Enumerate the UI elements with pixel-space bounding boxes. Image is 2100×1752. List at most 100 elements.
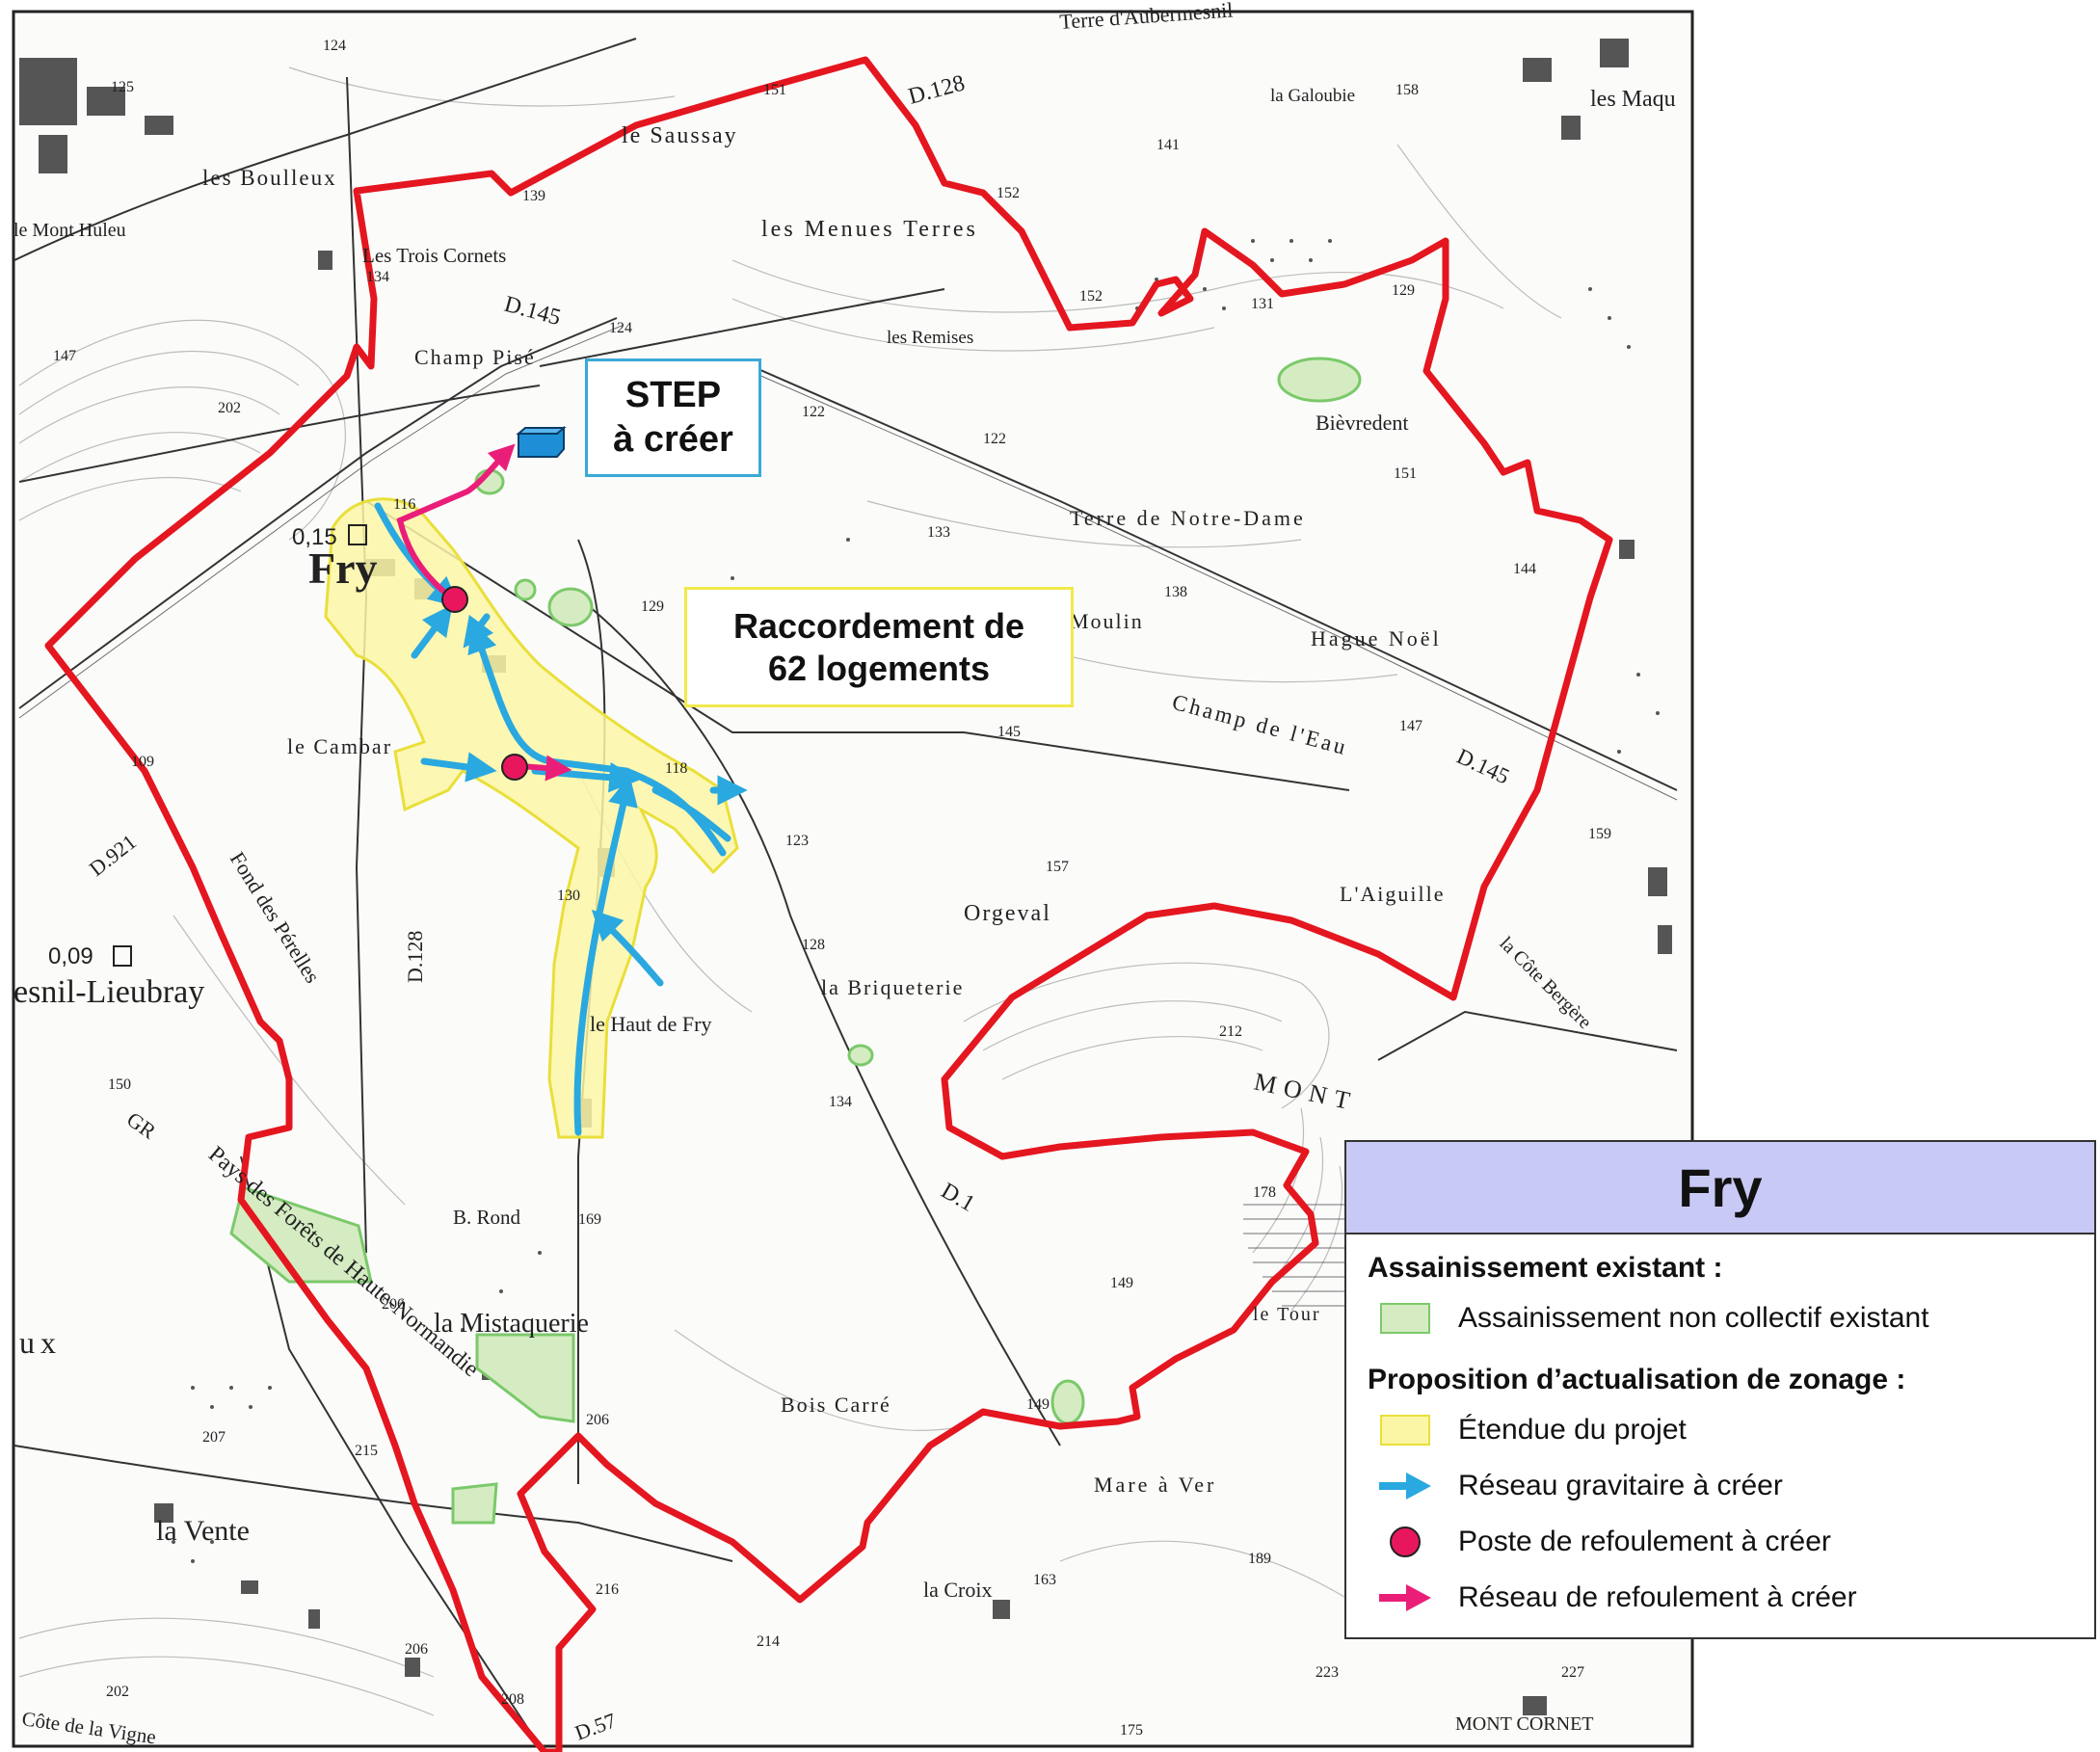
place-label: le Cambar — [287, 734, 392, 758]
place-label: les Menues Terres — [761, 217, 978, 242]
spot-height: 178 — [1253, 1184, 1276, 1201]
spot-height: 118 — [665, 760, 687, 777]
spot-height: 151 — [763, 82, 786, 98]
legend: Fry Assainissement existant : Assainisse… — [1344, 1140, 2096, 1639]
place-label: Les Trois Cornets — [362, 244, 506, 267]
spot-height: 152 — [1079, 288, 1103, 305]
spot-height: 208 — [501, 1691, 524, 1708]
legend-row-discharge: Réseau de refoulement à créer — [1377, 1570, 2094, 1626]
legend-row-anc: Assainissement non collectif existant — [1377, 1290, 2094, 1346]
step-callout: STEP à créer — [585, 358, 761, 477]
legend-row-project: Étendue du projet — [1377, 1402, 2094, 1458]
spot-height: 145 — [997, 724, 1021, 740]
spot-heights: 124 125 151 139 152 141 158 134 152 124 … — [53, 38, 1611, 1739]
spot-height: 158 — [1396, 82, 1419, 98]
spot-height: 227 — [1561, 1664, 1584, 1681]
spot-height: 212 — [1219, 1023, 1242, 1040]
spot-height: 150 — [108, 1076, 131, 1093]
place-label: la Mistaquerie — [434, 1309, 589, 1339]
spot-height: 149 — [1110, 1275, 1133, 1291]
spot-height: 214 — [757, 1633, 780, 1650]
place-label: Mare à Ver — [1094, 1473, 1216, 1497]
place-label: le Mont Huleu — [13, 220, 126, 241]
place-label: les Remises — [887, 328, 973, 348]
spot-height: 125 — [111, 79, 134, 95]
spot-height: 215 — [355, 1443, 378, 1459]
place-label: Orgeval — [964, 901, 1051, 926]
place-label: Champ Pisé — [414, 345, 536, 369]
pump-station-south — [501, 754, 528, 781]
place-label: Bièvredent — [1316, 411, 1409, 435]
step-icon — [516, 425, 567, 458]
place-label: B. Rond — [453, 1206, 521, 1229]
legend-section-existing: Assainissement existant : — [1368, 1252, 1723, 1284]
spot-height: 129 — [641, 598, 664, 615]
place-label: esnil-Lieubray — [13, 974, 204, 1010]
legend-row-gravity: Réseau gravitaire à créer — [1377, 1458, 2094, 1514]
place-label: le Saussay — [622, 123, 738, 148]
commune-codes: 0,15 0,09 — [48, 524, 367, 969]
commune-code: 0,15 — [292, 524, 337, 550]
place-label: MONT CORNET — [1455, 1713, 1594, 1735]
place-label: les Maqu — [1590, 87, 1676, 112]
commune-boundary — [44, 56, 1613, 1752]
spot-height: 134 — [829, 1094, 852, 1110]
spot-height: 149 — [1026, 1396, 1050, 1413]
spot-height: 175 — [1120, 1722, 1143, 1739]
place-label: Fry — [308, 544, 378, 593]
commune-code: 0,09 — [48, 943, 93, 969]
spot-height: 206 — [405, 1641, 428, 1658]
spot-height: 123 — [785, 833, 809, 849]
anc-swatch-icon — [1380, 1303, 1430, 1334]
spot-height: 122 — [983, 431, 1006, 447]
spot-height: 151 — [1394, 465, 1417, 482]
place-label: Terre de Notre-Dame — [1070, 506, 1306, 530]
spot-height: 147 — [1399, 718, 1422, 734]
place-label: L'Aiguille — [1340, 882, 1446, 906]
place-label: les Boulleux — [202, 166, 337, 190]
place-label: Moulin — [1070, 609, 1144, 633]
place-label: la Briqueterie — [821, 975, 964, 999]
legend-title: Fry — [1346, 1142, 2094, 1234]
spot-height: 189 — [1248, 1551, 1271, 1567]
place-label: ux — [19, 1325, 62, 1360]
spot-height: 202 — [106, 1684, 129, 1700]
spot-height: 144 — [1513, 561, 1536, 577]
spot-height: 157 — [1046, 859, 1069, 875]
place-label: la Galoubie — [1270, 86, 1355, 106]
legend-row-pump: Poste de refoulement à créer — [1377, 1514, 2094, 1570]
hill-hatching — [1243, 1204, 1349, 1307]
place-label: Hague Noël — [1311, 626, 1442, 650]
legend-label-pump: Poste de refoulement à créer — [1458, 1526, 1831, 1557]
raccordement-callout: Raccordement de 62 logements — [684, 587, 1074, 707]
spot-height: 202 — [218, 400, 241, 416]
place-label: le Tour — [1253, 1304, 1321, 1325]
place-label: la Vente — [156, 1515, 250, 1547]
spot-height: 216 — [596, 1581, 619, 1598]
pink-arrow-icon — [1379, 1584, 1431, 1611]
spot-height: 206 — [586, 1412, 609, 1428]
spot-height: 128 — [802, 937, 825, 953]
legend-section-proposal: Proposition d’actualisation de zonage : — [1368, 1364, 1906, 1395]
place-label: la Croix — [923, 1578, 993, 1602]
spot-height: 159 — [1588, 826, 1611, 842]
legend-label-anc: Assainissement non collectif existant — [1458, 1302, 1929, 1334]
blue-arrow-icon — [1379, 1473, 1431, 1500]
spot-height: 116 — [393, 496, 415, 513]
spot-height: 129 — [1392, 282, 1415, 299]
spot-height: 138 — [1164, 584, 1187, 600]
spot-height: 223 — [1316, 1664, 1339, 1681]
place-label: Bois Carré — [781, 1393, 891, 1417]
spot-height: 206 — [382, 1296, 405, 1313]
place-label: le Haut de Fry — [590, 1012, 711, 1036]
legend-label-gravity: Réseau gravitaire à créer — [1458, 1470, 1783, 1501]
spot-height: 139 — [522, 188, 545, 204]
spot-height: 134 — [366, 269, 389, 285]
spot-height: 109 — [131, 754, 154, 770]
legend-label-discharge: Réseau de refoulement à créer — [1458, 1581, 1857, 1613]
spot-height: 169 — [578, 1211, 601, 1228]
project-swatch-icon — [1380, 1415, 1430, 1446]
legend-label-project: Étendue du projet — [1458, 1414, 1687, 1446]
project-extent — [324, 497, 739, 1139]
